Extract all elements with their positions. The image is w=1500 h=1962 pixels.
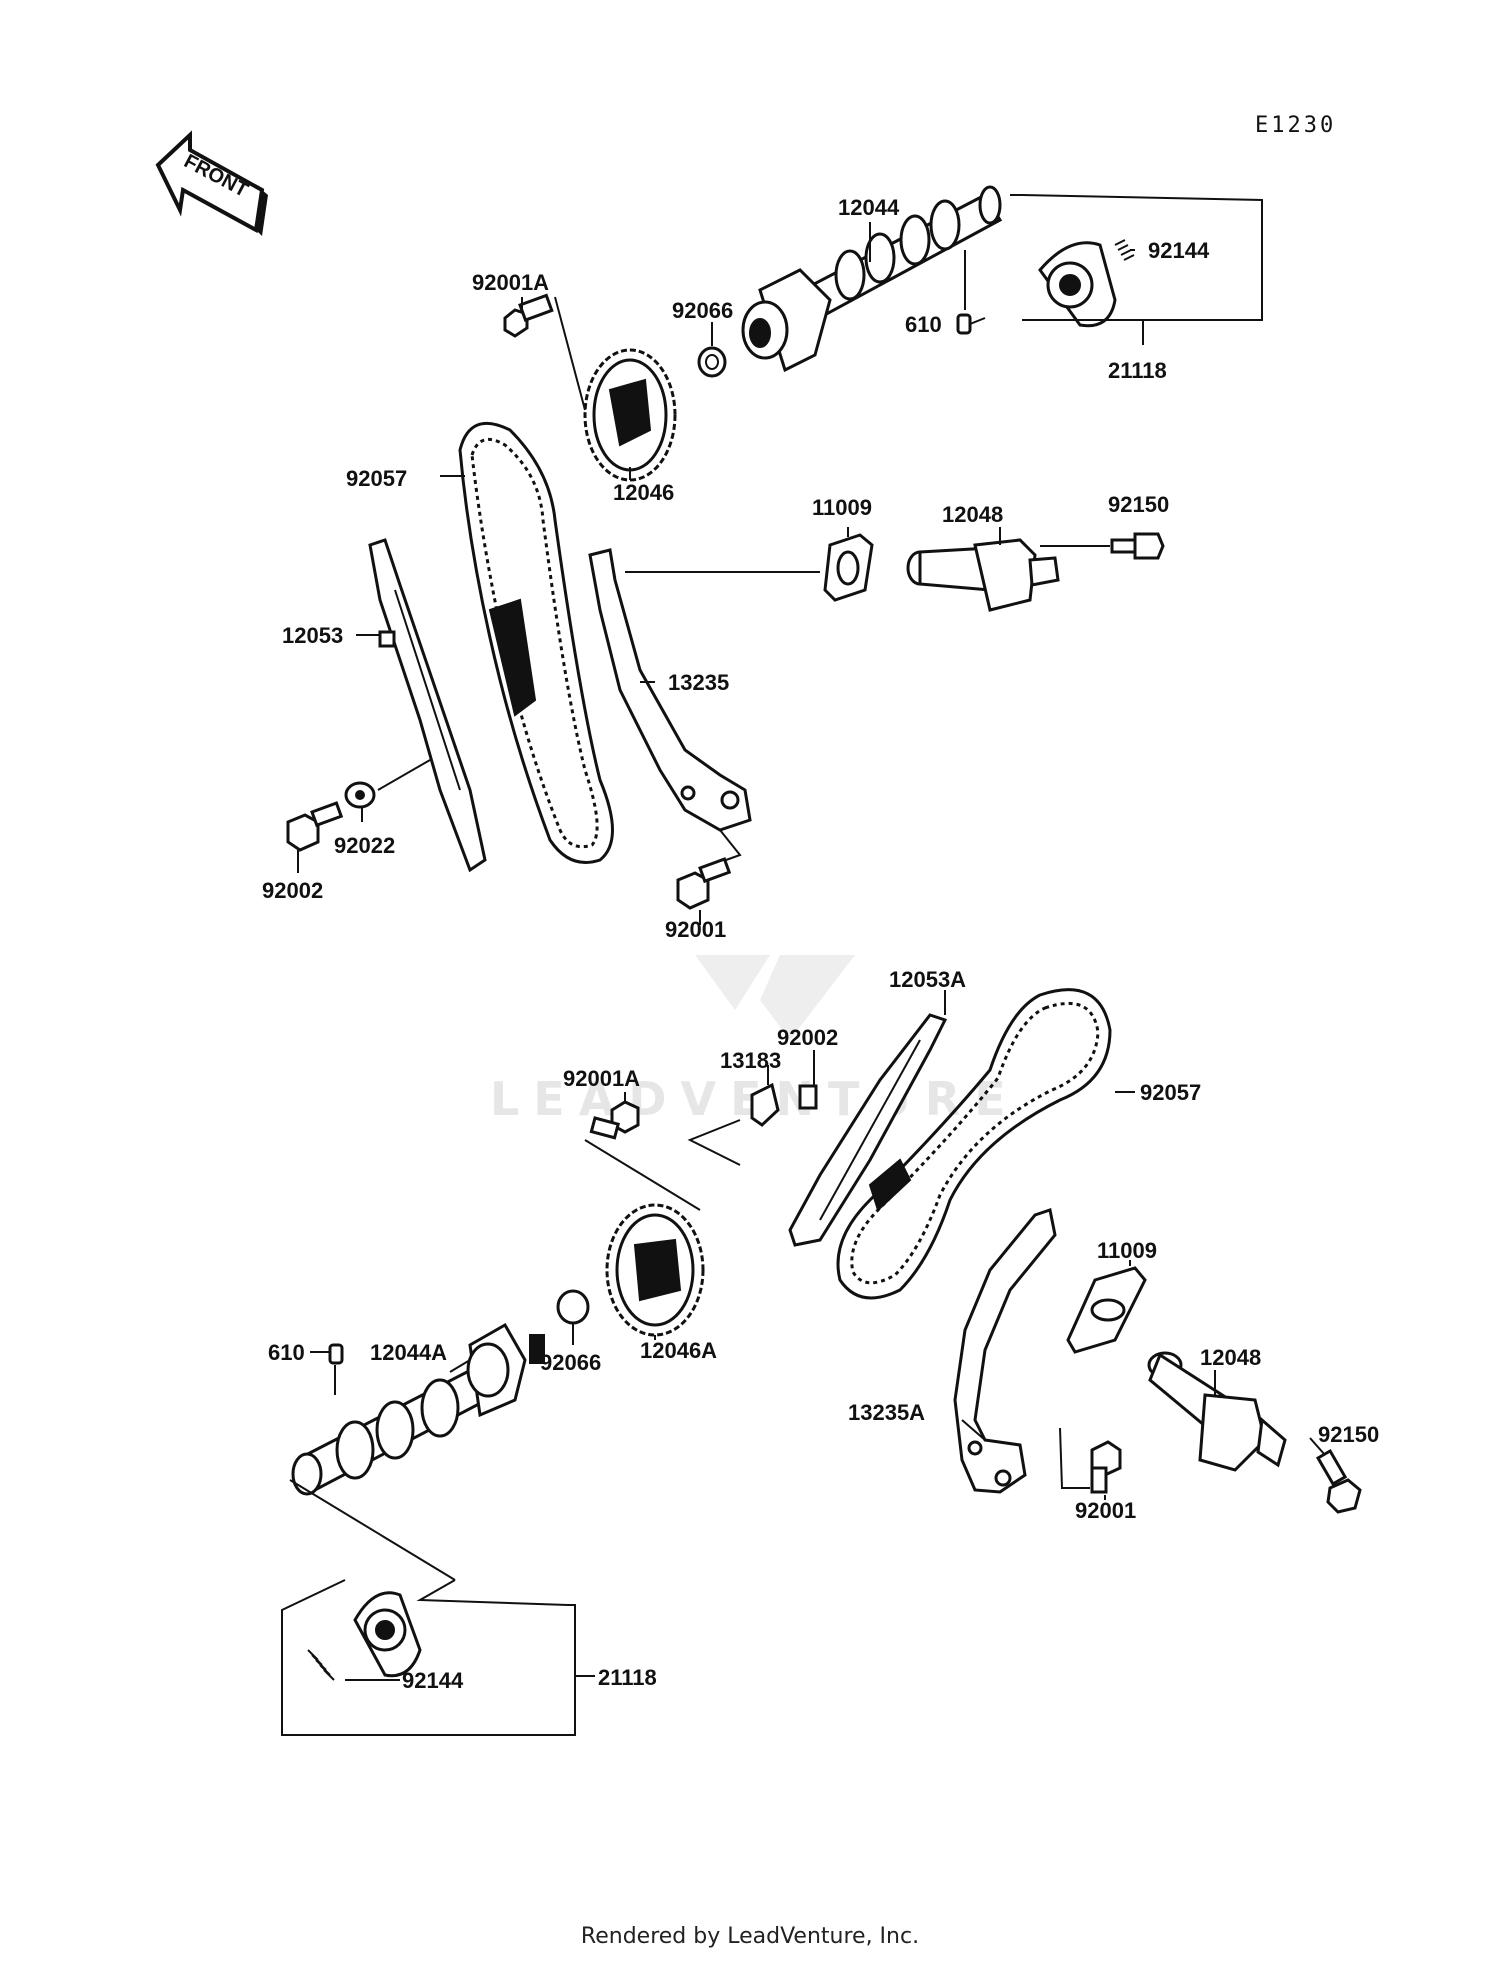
label-92150-lower: 92150 [1318, 1422, 1379, 1447]
label-92057-lower: 92057 [1140, 1080, 1201, 1105]
chain-92057-lower [836, 988, 1112, 1300]
label-13183: 13183 [720, 1048, 781, 1073]
bolt-92001A-upper [503, 293, 554, 338]
clip-13183 [750, 1082, 780, 1127]
label-12044A: 12044A [370, 1340, 447, 1365]
tensioner-12048-upper [906, 538, 1060, 612]
label-92001-lower: 92001 [1075, 1498, 1136, 1523]
label-12048-upper: 12048 [942, 502, 1003, 527]
watermark: LEADVENTURE [490, 955, 1020, 1126]
decompressor-21118 [1038, 239, 1135, 328]
decompressor-21118-lower [307, 1591, 422, 1681]
seal-92066 [697, 346, 727, 378]
label-11009-upper: 11009 [812, 495, 872, 520]
label-12053A: 12053A [889, 967, 966, 992]
sprocket-12046A [605, 1203, 705, 1337]
label-21118-lower: 21118 [598, 1665, 657, 1690]
label-92002-upper: 92002 [262, 878, 323, 903]
label-92150-upper: 92150 [1108, 492, 1169, 517]
label-92002-lower: 92002 [777, 1025, 838, 1050]
bolt-92001-upper [676, 857, 732, 910]
label-610-lower: 610 [268, 1340, 305, 1365]
tensioner-guide-13235 [588, 548, 752, 832]
label-92057-upper: 92057 [346, 466, 407, 491]
label-92144-upper: 92144 [1148, 238, 1210, 263]
label-13235: 13235 [668, 670, 729, 695]
bolt-92150-lower [1315, 1448, 1362, 1514]
bolt-92002-upper [286, 801, 344, 852]
diagram-code: E1230 [1255, 113, 1336, 138]
leaders-upper [297, 194, 1135, 925]
bolt-92150-upper [1110, 532, 1165, 560]
camshaft-12044 [741, 185, 1003, 373]
gasket-11009-upper [823, 533, 874, 602]
label-92001A-lower: 92001A [563, 1066, 640, 1091]
labels-upper: 12044 92001A 92066 610 92144 21118 92057… [262, 195, 1210, 942]
seal-92066-hole [705, 354, 719, 370]
label-12046: 12046 [613, 480, 674, 505]
camshaft-12044A [291, 1322, 545, 1496]
label-92066-upper: 92066 [672, 298, 733, 323]
bolt-92001A-lower [589, 1100, 640, 1140]
label-92001A-upper: 92001A [472, 270, 549, 295]
tensioner-12048-lower [1147, 1351, 1287, 1472]
front-arrow-icon: FRONT [155, 130, 268, 236]
label-92066-lower: 92066 [540, 1350, 601, 1375]
washer-92022-hole [355, 790, 365, 800]
label-12044: 12044 [838, 195, 900, 220]
bracket-21118-lower [281, 1579, 576, 1736]
sprocket-12046 [583, 348, 677, 482]
tensioner-guide-13235A [953, 1208, 1057, 1494]
footer-credit: Rendered by LeadVenture, Inc. [580, 1924, 920, 1949]
label-92001-upper: 92001 [665, 917, 726, 942]
guide-12053A [788, 1013, 948, 1247]
gasket-11009-lower [1066, 1266, 1147, 1354]
label-610-upper: 610 [905, 312, 942, 337]
bolt-92002-lower [798, 1084, 818, 1110]
label-21118-upper: 21118 [1108, 358, 1167, 383]
guide-12053 [368, 538, 487, 873]
label-11009-lower: 11009 [1097, 1238, 1157, 1263]
label-12048-lower: 12048 [1200, 1345, 1261, 1370]
labels-lower: 12053A 92002 13183 92001A 92057 11009 61… [268, 967, 1379, 1693]
seal-92066-lower [556, 1289, 590, 1325]
watermark-text: LEADVENTURE [490, 1072, 1020, 1126]
leaders-lower [289, 990, 1326, 1681]
stud-12053 [378, 630, 396, 648]
label-12046A: 12046A [640, 1338, 717, 1363]
bolt-92001-lower [1090, 1440, 1122, 1494]
label-13235A: 13235A [848, 1400, 925, 1425]
label-92144-lower: 92144 [402, 1668, 464, 1693]
pin-610-lower [328, 1343, 344, 1365]
label-92022: 92022 [334, 833, 395, 858]
chain-92057-upper [458, 421, 614, 864]
label-12053: 12053 [282, 623, 343, 648]
pin-610 [956, 313, 972, 335]
